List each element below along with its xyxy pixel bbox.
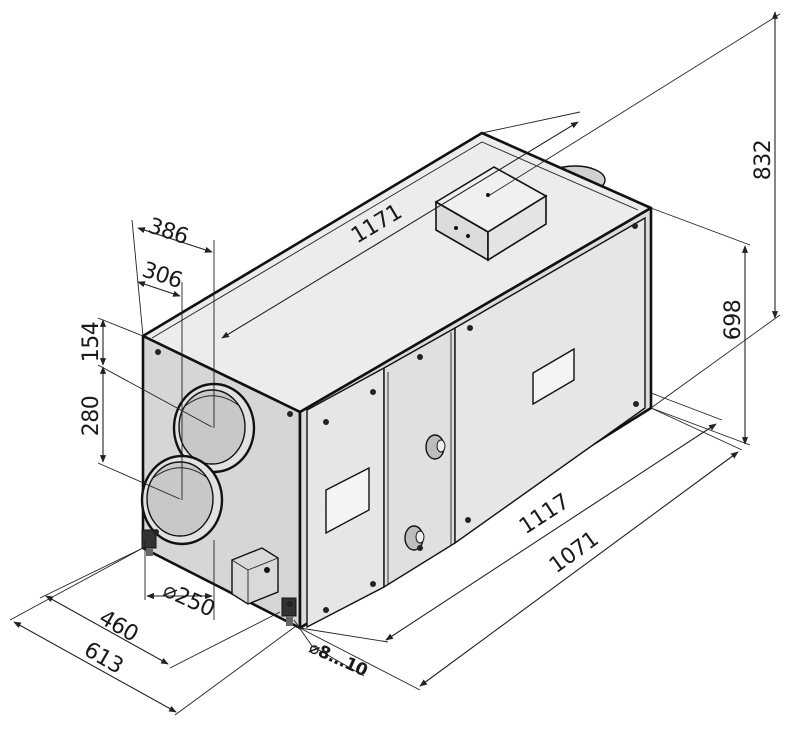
dim-306: 306: [139, 258, 185, 294]
dim-613: 613: [79, 637, 127, 679]
dim-duct-diameter: ⌀250: [159, 578, 218, 622]
dim-386: 386: [145, 214, 191, 250]
label-plate-right: [532, 347, 575, 406]
dimension-lines: [9, 11, 781, 716]
dim-1117: 1117: [515, 489, 574, 539]
drain-fitting-left: [141, 529, 157, 556]
label-plate-left: [325, 466, 370, 535]
dim-460: 460: [94, 605, 142, 647]
electrical-box-small: [231, 547, 279, 605]
dim-280: 280: [79, 396, 104, 437]
dim-drain-diameter: ⌀8...10: [306, 638, 371, 682]
water-fitting-upper: [425, 434, 446, 460]
dim-154: 154: [79, 322, 104, 363]
dim-832: 832: [751, 140, 776, 181]
dim-698: 698: [721, 300, 746, 341]
dim-1071: 1071: [545, 527, 603, 579]
